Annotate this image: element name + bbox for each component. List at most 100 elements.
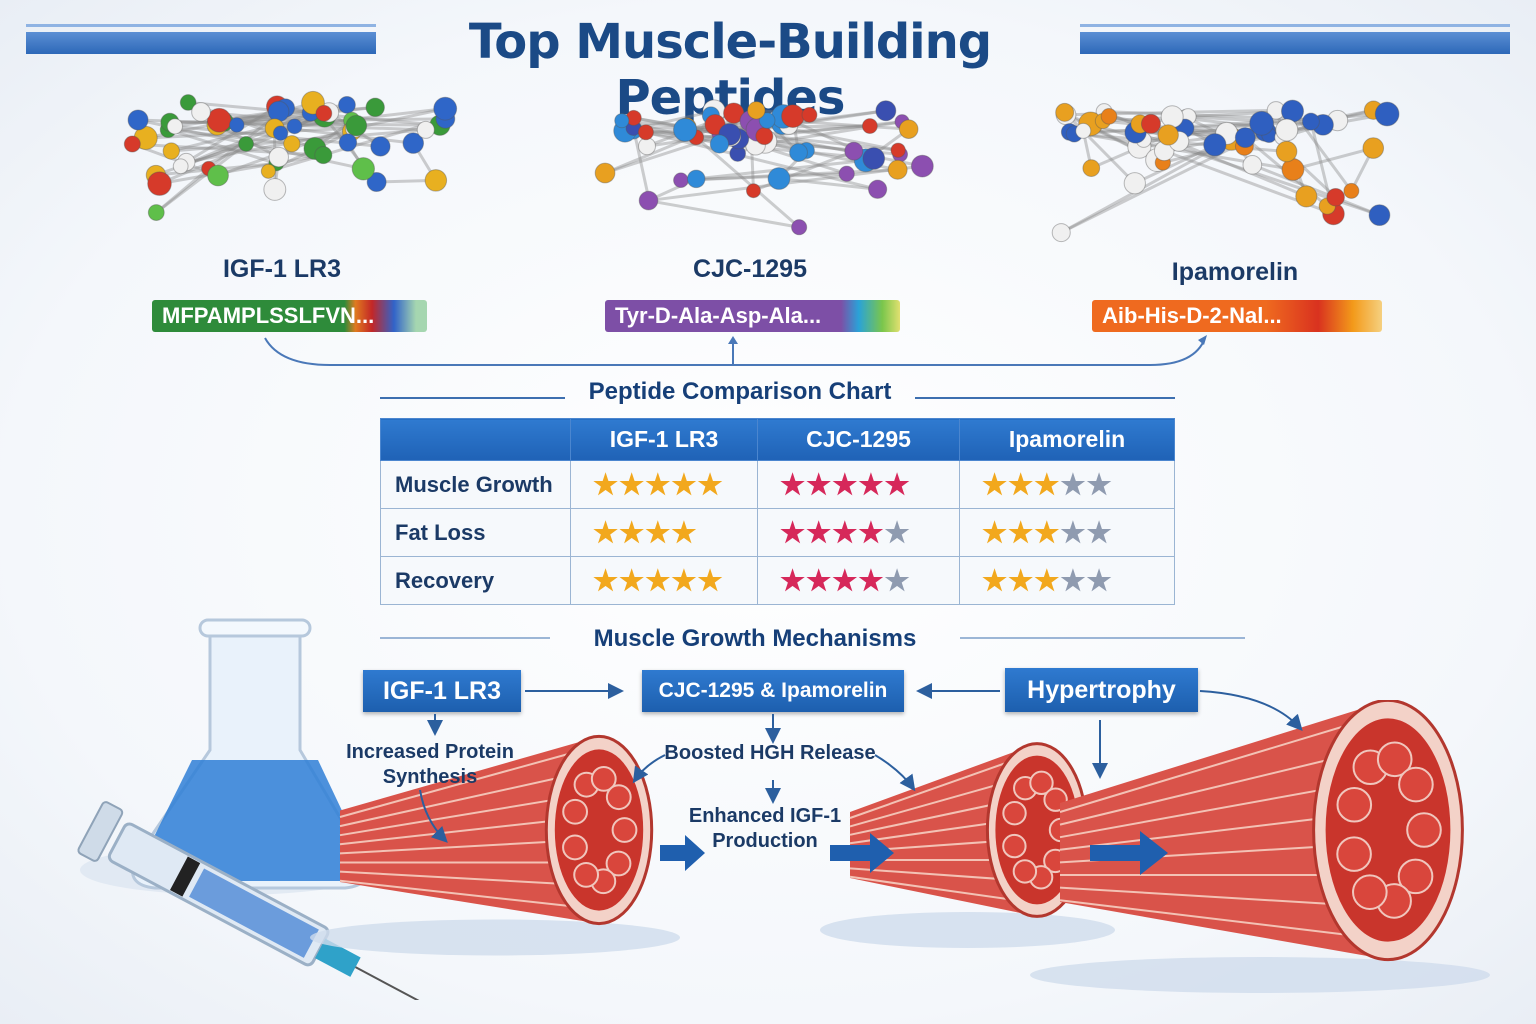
atom [1055,102,1075,122]
star-filled-icon: ★ [858,517,883,548]
column-header: IGF-1 LR3 [570,418,758,461]
star-filled-icon: ★ [982,469,1007,500]
atom [1082,159,1101,177]
sequence-bar-cjc: Tyr-D-Ala-Asp-Ala... [605,300,900,332]
atom [686,169,706,189]
star-filled-icon: ★ [1008,469,1033,500]
atom [370,136,391,157]
star-empty-icon: ★ [1086,565,1111,596]
atom [910,154,934,178]
title-bar-right [1080,24,1510,54]
atom [1234,127,1256,149]
star-filled-icon: ★ [884,469,909,500]
sequence-bar-igf: MFPAMPLSSLFVN... [152,300,427,332]
atom [366,172,387,193]
atom [338,133,358,152]
star-filled-icon: ★ [645,565,670,596]
atom [637,124,654,141]
atom [898,119,919,139]
atom [1157,124,1179,146]
star-rating: ★★★★★ [757,556,960,605]
atom [709,134,730,154]
atom [614,113,630,129]
star-filled-icon: ★ [593,565,618,596]
atom [238,136,254,152]
star-filled-icon: ★ [645,469,670,500]
atom [838,165,855,182]
atom [791,219,808,236]
atom [402,132,425,154]
star-filled-icon: ★ [645,517,670,548]
row-label: Fat Loss [380,508,571,557]
atom [1275,118,1299,142]
row-label: Recovery [380,556,571,605]
atom [365,97,385,118]
divider [380,397,565,399]
star-filled-icon: ★ [982,517,1007,548]
table-row: Fat Loss★★★★★★★★★★★★★★ [380,508,1175,557]
sequence-bar-ipamorelin: Aib-His-D-2-Nal... [1092,300,1382,332]
comparison-title: Peptide Comparison Chart [588,378,892,405]
atom [207,164,229,187]
star-filled-icon: ★ [806,469,831,500]
star-filled-icon: ★ [780,565,805,596]
row-label: Muscle Growth [380,460,571,509]
mechanism-box-hypertrophy: Hypertrophy [1005,668,1198,712]
atom [147,171,172,196]
molecule-2 [594,99,934,236]
atom [1374,101,1400,127]
atom [638,190,659,211]
star-rating: ★★★★ [570,508,758,557]
atom [673,172,689,188]
atom [1203,133,1227,157]
atom [314,146,333,165]
star-filled-icon: ★ [619,469,644,500]
atom [747,101,766,120]
star-filled-icon: ★ [619,565,644,596]
atom [345,114,368,137]
star-rating: ★★★★★ [959,556,1175,605]
star-filled-icon: ★ [832,565,857,596]
label-line: Enhanced IGF-1 [688,805,842,827]
atom [1362,137,1385,159]
atom [862,147,886,170]
atom [1249,110,1275,136]
star-empty-icon: ★ [1060,517,1085,548]
star-filled-icon: ★ [806,517,831,548]
table-row: Recovery★★★★★★★★★★★★★★★ [380,556,1175,605]
star-filled-icon: ★ [1034,517,1059,548]
atom [127,109,149,131]
mechanism-box-cjc-ipamorelin: CJC-1295 & Ipamorelin [642,670,904,712]
atom [861,118,878,134]
star-filled-icon: ★ [1008,565,1033,596]
atom [263,178,287,201]
molecule-illustrations [123,90,1400,243]
atom [755,127,774,146]
star-empty-icon: ★ [884,565,909,596]
star-rating: ★★★★★ [959,508,1175,557]
peptide-name-igf: IGF-1 LR3 [222,255,342,283]
mechanism-arrows [419,683,1303,843]
star-filled-icon: ★ [1034,469,1059,500]
atom [637,137,656,156]
atom [1123,172,1146,195]
atom [272,125,289,141]
atom [1100,108,1118,125]
star-filled-icon: ★ [671,469,696,500]
atom [315,104,333,122]
atom [1295,185,1318,208]
atom [166,118,183,135]
star-filled-icon: ★ [1034,565,1059,596]
atom [424,169,448,192]
atom [781,104,805,128]
atom [844,141,864,161]
star-empty-icon: ★ [1060,469,1085,500]
atom [868,179,888,199]
molecule-3 [1051,99,1400,243]
star-filled-icon: ★ [780,517,805,548]
atom [887,159,908,180]
star-filled-icon: ★ [982,565,1007,596]
muscle-bundle-3 [1030,700,1490,993]
atom [433,96,458,121]
star-filled-icon: ★ [619,517,644,548]
